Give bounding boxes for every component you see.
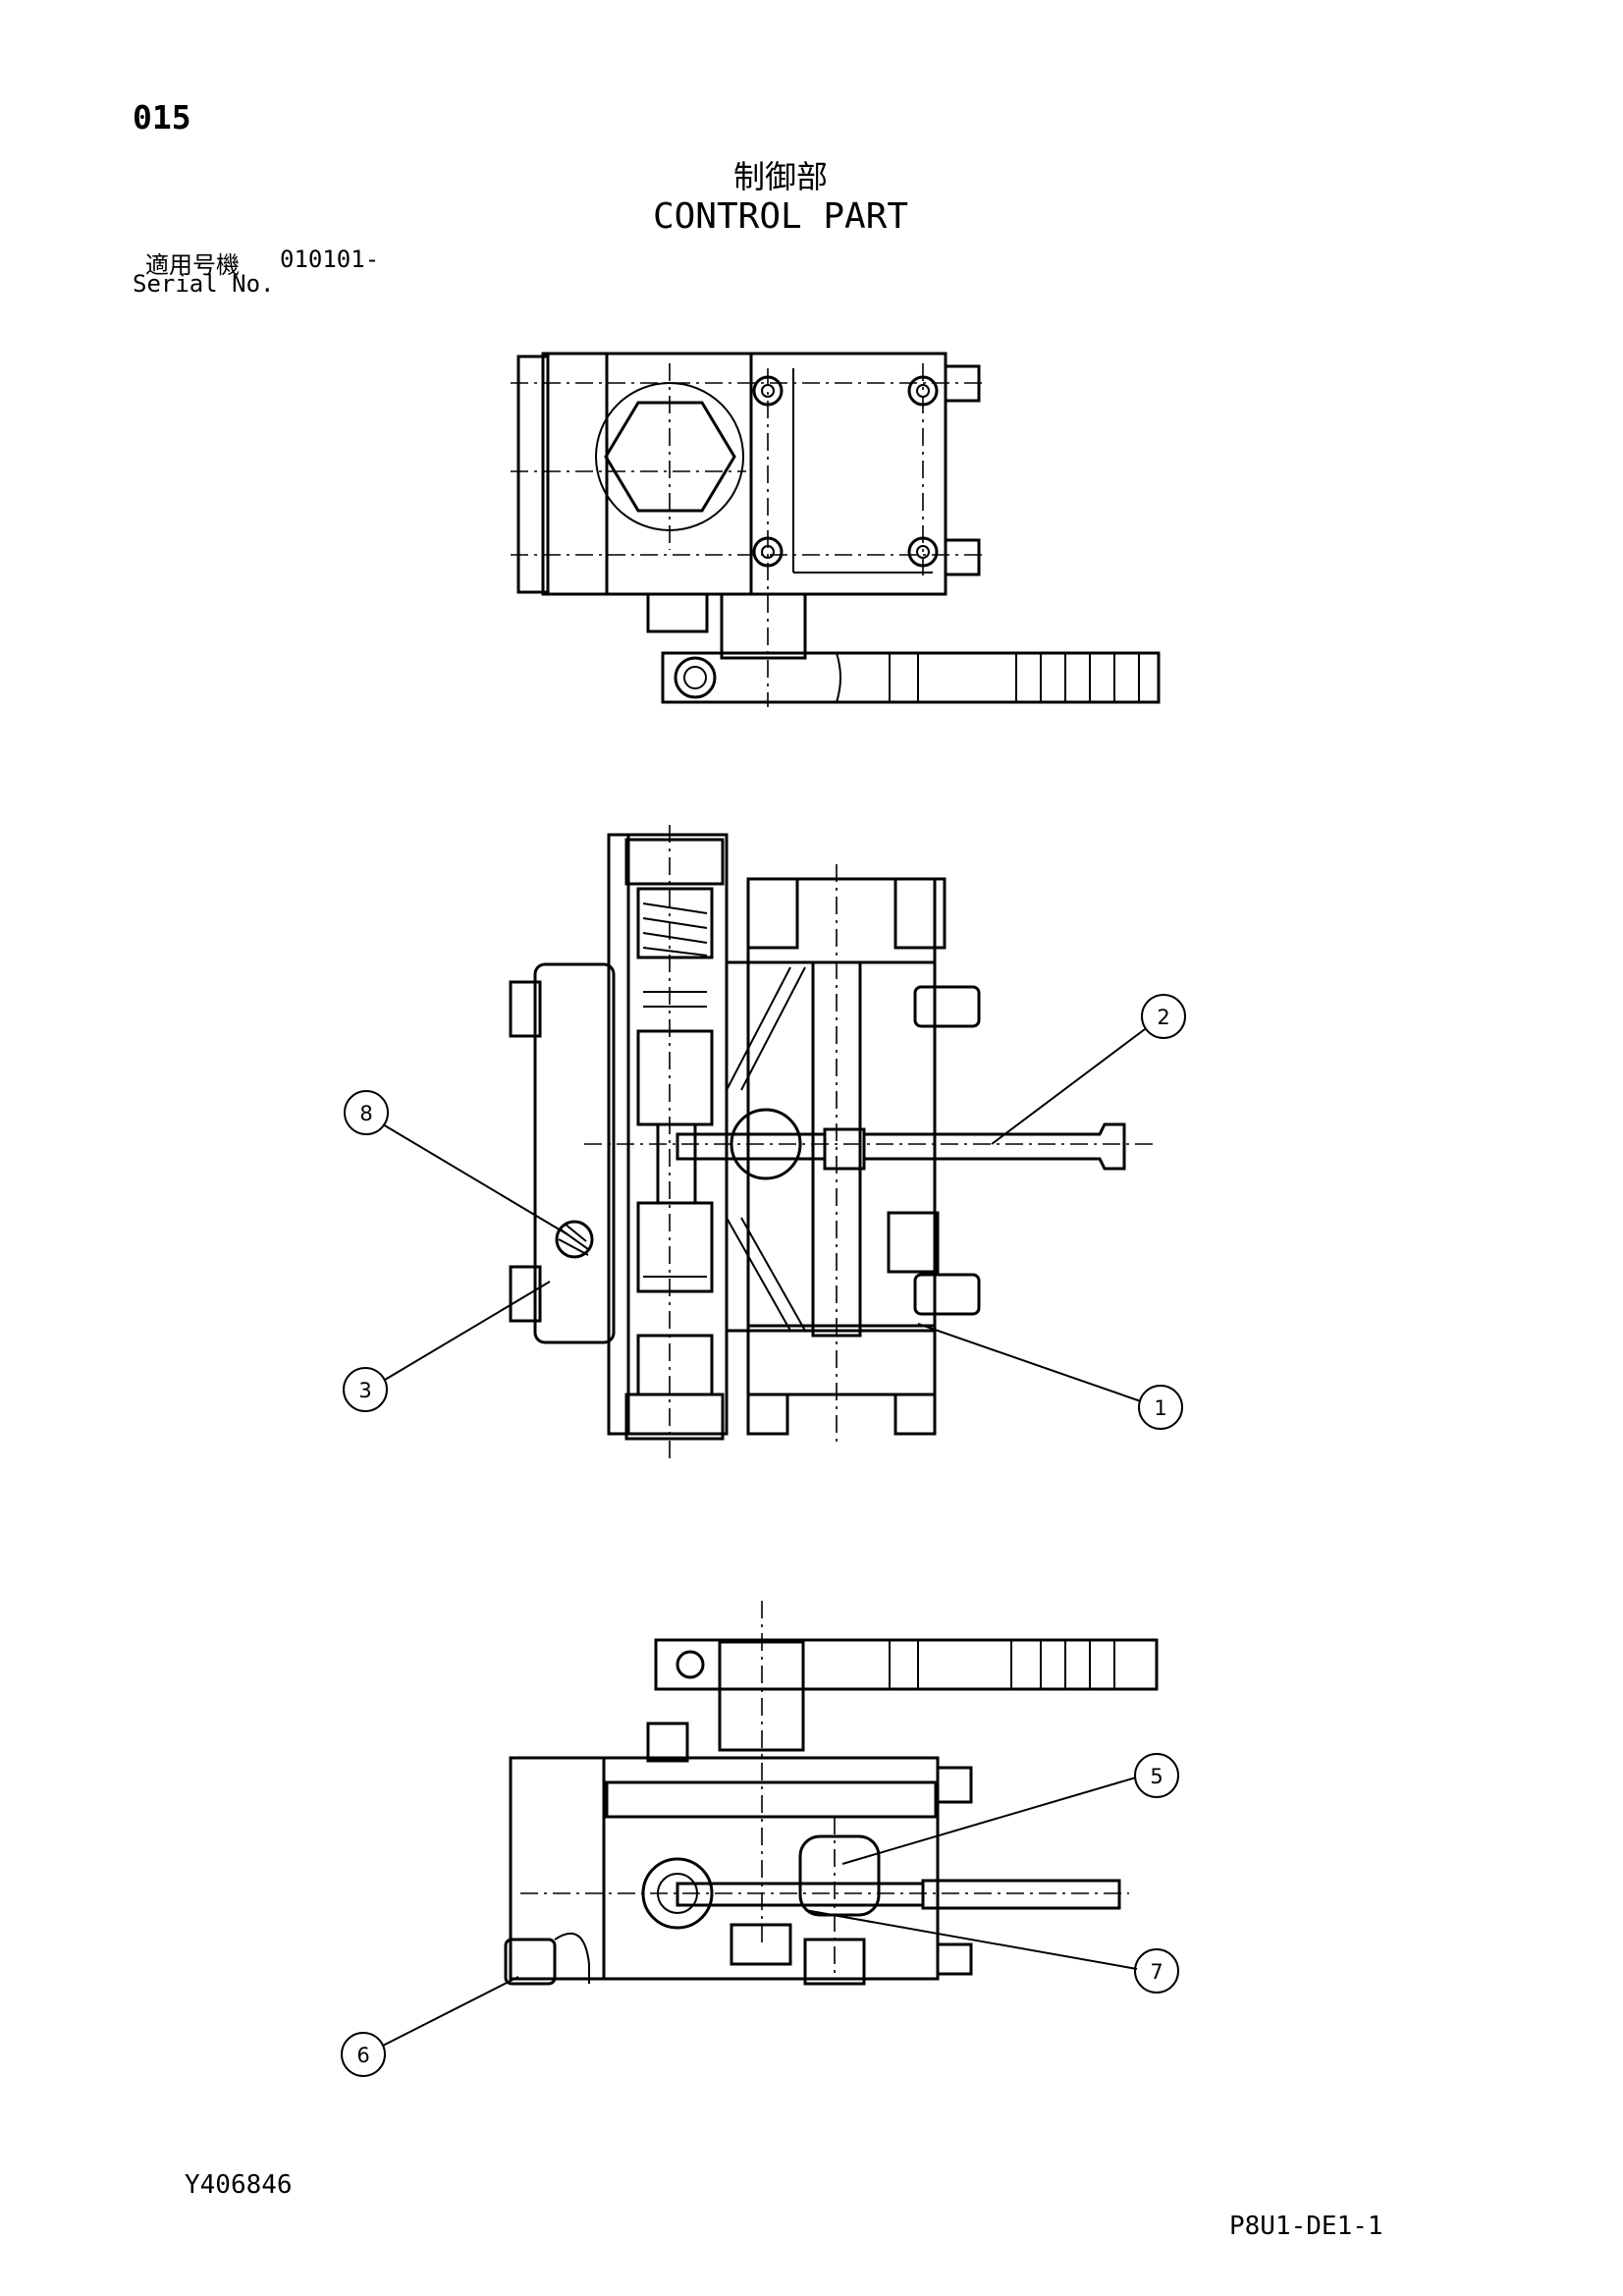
callout-7: 7: [1150, 1960, 1163, 1984]
bottom-view: [504, 1601, 1159, 1986]
cap-screw-icons: [752, 375, 939, 568]
serial-label-english: Serial No.: [133, 270, 275, 298]
serial-label-japanese: 適用号機: [145, 251, 240, 279]
document-code: Y406846: [185, 2170, 293, 2200]
callout-1: 1: [1154, 1396, 1166, 1420]
title-english: CONTROL PART: [652, 196, 909, 237]
sheet-code: P8U1-DE1-1: [1229, 2212, 1383, 2241]
top-view: [511, 352, 1161, 707]
callout-6: 6: [356, 2044, 369, 2067]
page-number: 015: [133, 98, 191, 137]
serial-range: 010101-: [280, 246, 380, 273]
callout-3: 3: [358, 1379, 371, 1402]
callout-2: 2: [1157, 1006, 1169, 1029]
callout-8: 8: [359, 1102, 372, 1125]
callouts: 2 1 8 3 5 7 6: [341, 994, 1186, 2077]
title-japanese: 制御部: [732, 158, 828, 195]
callout-5: 5: [1150, 1765, 1163, 1788]
middle-view: [509, 825, 1159, 1463]
